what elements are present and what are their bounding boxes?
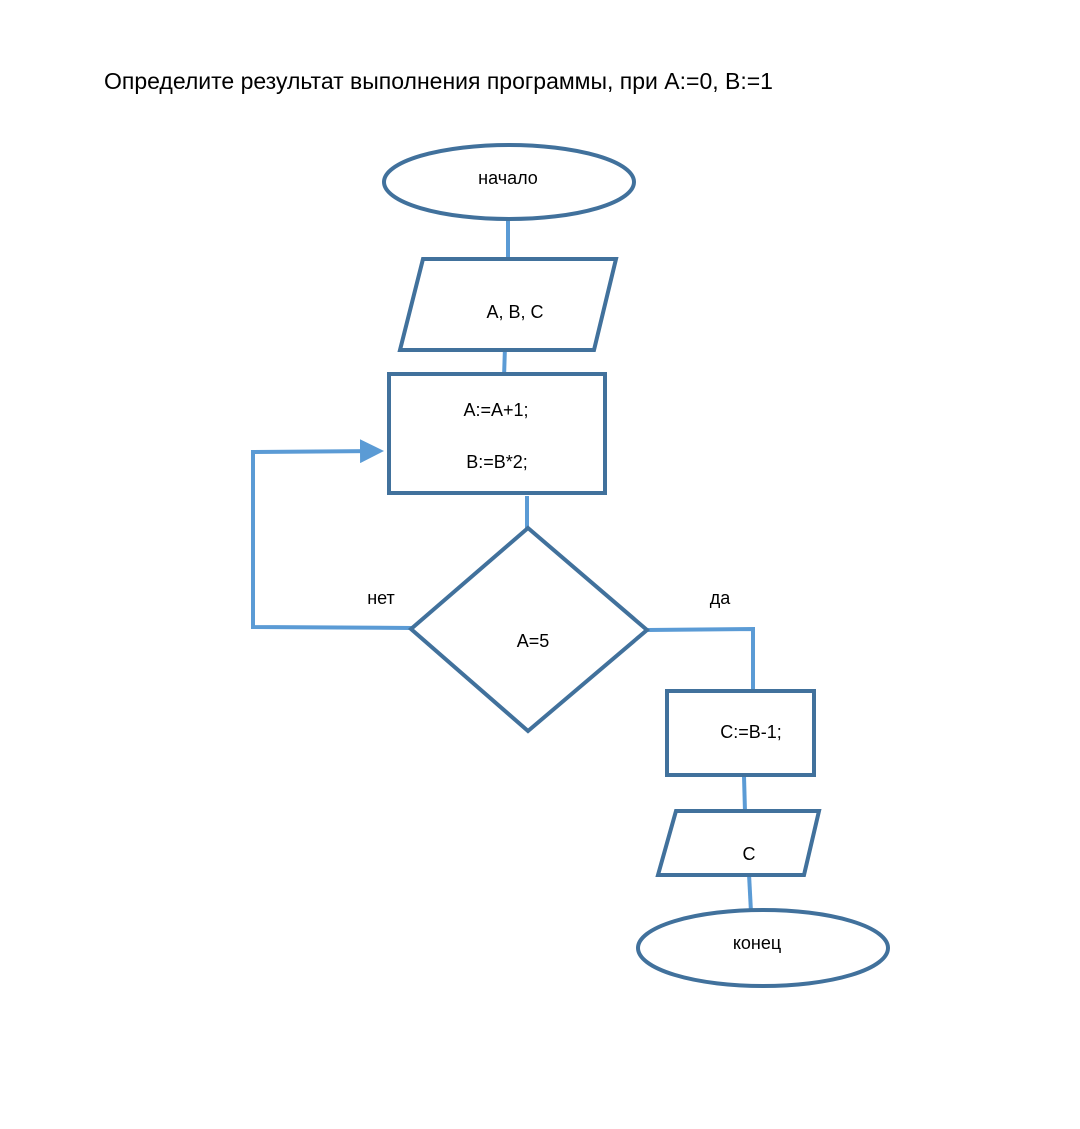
process-line-2: В:=В*2; bbox=[466, 452, 528, 472]
output-label: С bbox=[743, 844, 756, 864]
start-terminator bbox=[382, 143, 636, 221]
assign-block bbox=[665, 689, 816, 777]
assign-label: С:=В-1; bbox=[720, 722, 782, 742]
input-label: А, В, С bbox=[486, 302, 543, 322]
connector-decision-yes bbox=[646, 626, 755, 693]
decision-label: А=5 bbox=[517, 631, 550, 651]
process-block bbox=[387, 372, 607, 495]
branch-no-label: нет bbox=[367, 588, 395, 608]
end-label: конец bbox=[733, 933, 781, 953]
process-line-1: А:=А+1; bbox=[463, 400, 528, 420]
branch-yes-label: да bbox=[710, 588, 732, 608]
end-terminator bbox=[636, 908, 890, 988]
decision-diamond bbox=[407, 525, 651, 734]
task-question: Определите результат выполнения программ… bbox=[104, 68, 773, 94]
connector-assign-output bbox=[742, 775, 747, 813]
start-label: начало bbox=[478, 168, 538, 188]
output-parallelogram bbox=[655, 809, 822, 877]
connector-output-end bbox=[747, 873, 753, 913]
input-parallelogram bbox=[397, 257, 619, 352]
loop-back-arrow bbox=[251, 439, 413, 630]
